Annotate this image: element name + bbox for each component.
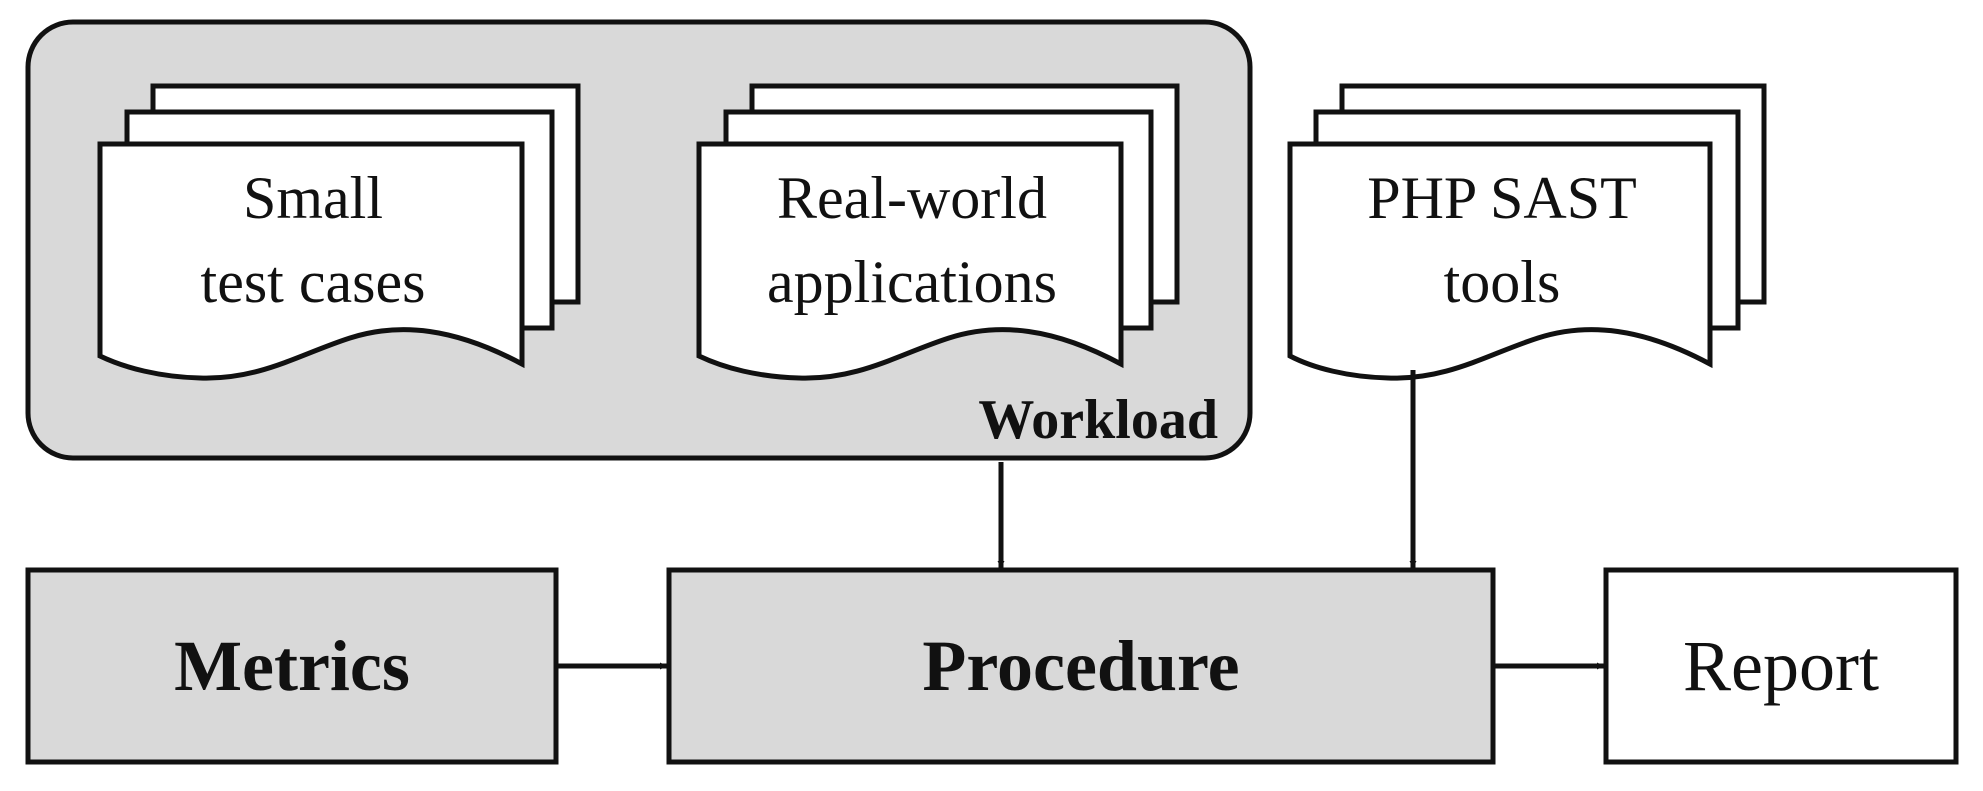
doc-sheet-front bbox=[696, 141, 1124, 381]
small-test-cases-line1: Small bbox=[243, 165, 383, 231]
metrics-box: Metrics bbox=[25, 567, 559, 765]
php-sast-tools-doc-stack: PHP SAST tools bbox=[1287, 83, 1767, 381]
real-world-apps-doc-stack: Real-world applications bbox=[696, 83, 1180, 381]
php-sast-tools-line2: tools bbox=[1444, 249, 1561, 315]
procedure-box: Procedure bbox=[666, 567, 1496, 765]
php-sast-tools-line1: PHP SAST bbox=[1367, 165, 1637, 231]
small-test-cases-line2: test cases bbox=[201, 249, 426, 315]
doc-sheet-front bbox=[97, 141, 525, 381]
report-label: Report bbox=[1683, 626, 1879, 706]
metrics-box-rect bbox=[25, 567, 559, 765]
real-world-apps-line1: Real-world bbox=[777, 165, 1047, 231]
procedure-box-rect bbox=[666, 567, 1496, 765]
report-box-rect bbox=[1603, 567, 1959, 765]
real-world-apps-line2: applications bbox=[767, 249, 1057, 315]
report-box: Report bbox=[1603, 567, 1959, 765]
workload-label: Workload bbox=[978, 389, 1218, 451]
procedure-label: Procedure bbox=[922, 626, 1239, 706]
small-test-cases-doc-stack: Small test cases bbox=[97, 83, 581, 381]
doc-sheet-front bbox=[1287, 141, 1713, 381]
metrics-label: Metrics bbox=[174, 626, 410, 706]
